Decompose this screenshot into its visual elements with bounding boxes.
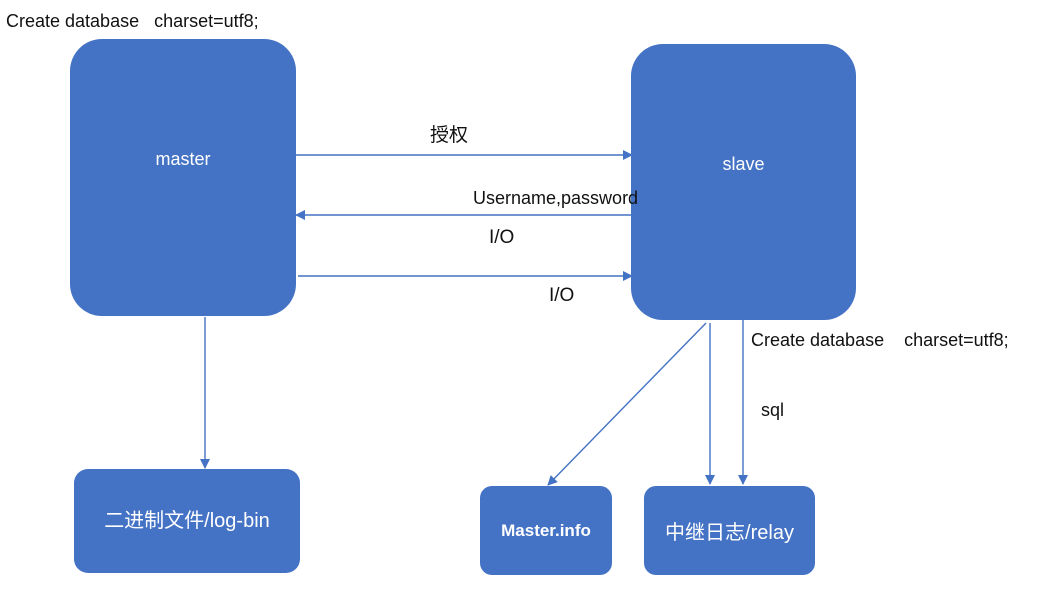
master-node[interactable]: master	[70, 39, 296, 316]
relay-log-node[interactable]: 中继日志/relay	[644, 486, 815, 575]
master-info-node[interactable]: Master.info	[480, 486, 612, 575]
top-left-sql-label: Create database charset=utf8;	[6, 11, 259, 31]
credentials-label: Username,password	[473, 188, 639, 208]
grant-label: 授权	[430, 125, 469, 146]
io-return-label: I/O	[489, 227, 515, 248]
binlog-node[interactable]: 二进制文件/log-bin	[74, 469, 300, 573]
slave-node[interactable]: slave	[631, 44, 856, 320]
sql-thread-label: sql	[761, 400, 785, 420]
io-forward-label: I/O	[549, 285, 575, 306]
binlog-label: 二进制文件/log-bin	[104, 509, 270, 532]
slave-to-masterinfo-arrow	[547, 322, 707, 486]
master-info-label: Master.info	[501, 520, 591, 540]
slave-sql-label: Create database charset=utf8;	[751, 330, 1009, 350]
master-label: master	[155, 148, 211, 169]
relay-log-label: 中继日志/relay	[665, 522, 794, 544]
slave-label: slave	[722, 153, 765, 174]
